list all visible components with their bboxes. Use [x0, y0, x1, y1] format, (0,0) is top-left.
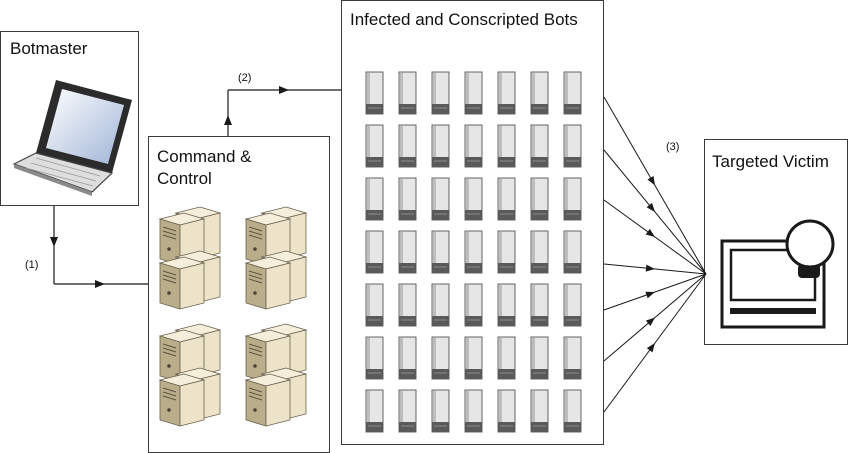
bot-server-icon [497, 71, 516, 115]
bot-server-icon [563, 389, 582, 433]
bot-server-icon [398, 177, 417, 221]
bot-server-icon [398, 283, 417, 327]
victim-label: Targeted Victim [712, 152, 829, 171]
bot-server-icon [497, 336, 516, 380]
bot-server-icon [431, 230, 450, 274]
bot-server-icon [464, 283, 483, 327]
server-icon [158, 256, 206, 310]
bot-server-icon [563, 230, 582, 274]
bot-server-icon [398, 71, 417, 115]
bot-server-icon [365, 230, 384, 274]
arrowhead-icon [645, 291, 655, 299]
bot-server-icon [398, 336, 417, 380]
arrowhead-icon [646, 343, 655, 353]
bot-server-icon [530, 283, 549, 327]
edge-1 [50, 206, 148, 288]
bots-label: Infected and Conscripted Bots [350, 10, 578, 29]
victim-computer-icon [720, 219, 835, 329]
botmaster-label: Botmaster [10, 39, 88, 58]
bot-server-icon [464, 389, 483, 433]
bot-server-icon [464, 230, 483, 274]
bot-server-icon [398, 230, 417, 274]
bot-server-icon [563, 336, 582, 380]
edge-label-1: (1) [25, 259, 39, 271]
bot-server-icon [398, 124, 417, 168]
bot-server-icon [365, 124, 384, 168]
bot-grid [365, 71, 582, 433]
bot-server-icon [563, 71, 582, 115]
edge-3 [603, 96, 707, 413]
bot-server-icon [464, 336, 483, 380]
bot-server-icon [431, 71, 450, 115]
bot-server-icon [365, 71, 384, 115]
command-control-label-line2: Control [157, 169, 212, 188]
bot-server-icon [497, 389, 516, 433]
command-control-label-line1: Command & [157, 147, 252, 166]
arrowhead-icon [646, 202, 655, 212]
bot-server-icon [497, 230, 516, 274]
edge-label-2: (2) [238, 72, 252, 84]
bot-server-icon [431, 124, 450, 168]
bot-server-icon [530, 124, 549, 168]
server-icon [244, 373, 292, 427]
bot-server-icon [563, 124, 582, 168]
laptop-icon [12, 80, 132, 196]
bot-server-icon [431, 336, 450, 380]
bot-server-icon [497, 283, 516, 327]
server-icon [244, 329, 292, 383]
bot-server-icon [365, 177, 384, 221]
bot-server-icon [464, 177, 483, 221]
bot-server-icon [431, 283, 450, 327]
bot-server-icon [530, 230, 549, 274]
bot-server-icon [464, 71, 483, 115]
bot-server-icon [497, 177, 516, 221]
bot-server-icon [563, 177, 582, 221]
bot-server-icon [431, 389, 450, 433]
edge-2 [224, 86, 341, 136]
arrowhead-icon [645, 264, 655, 272]
bot-server-icon [464, 124, 483, 168]
server-icon [158, 329, 206, 383]
bot-server-icon [530, 336, 549, 380]
bot-server-icon [365, 283, 384, 327]
bot-server-icon [563, 283, 582, 327]
edge-label-3: (3) [666, 141, 680, 153]
bot-server-icon [398, 389, 417, 433]
bot-server-icon [530, 71, 549, 115]
bot-server-icon [365, 336, 384, 380]
server-clusters [158, 206, 308, 427]
arrowhead-icon [645, 317, 655, 327]
bot-server-icon [497, 124, 516, 168]
server-icon [158, 373, 206, 427]
arrowhead-icon [647, 175, 655, 186]
bot-server-icon [365, 389, 384, 433]
server-icon [244, 256, 292, 310]
bot-server-icon [431, 177, 450, 221]
bot-server-icon [530, 177, 549, 221]
bot-server-icon [530, 389, 549, 433]
arrowhead-icon [645, 228, 655, 237]
